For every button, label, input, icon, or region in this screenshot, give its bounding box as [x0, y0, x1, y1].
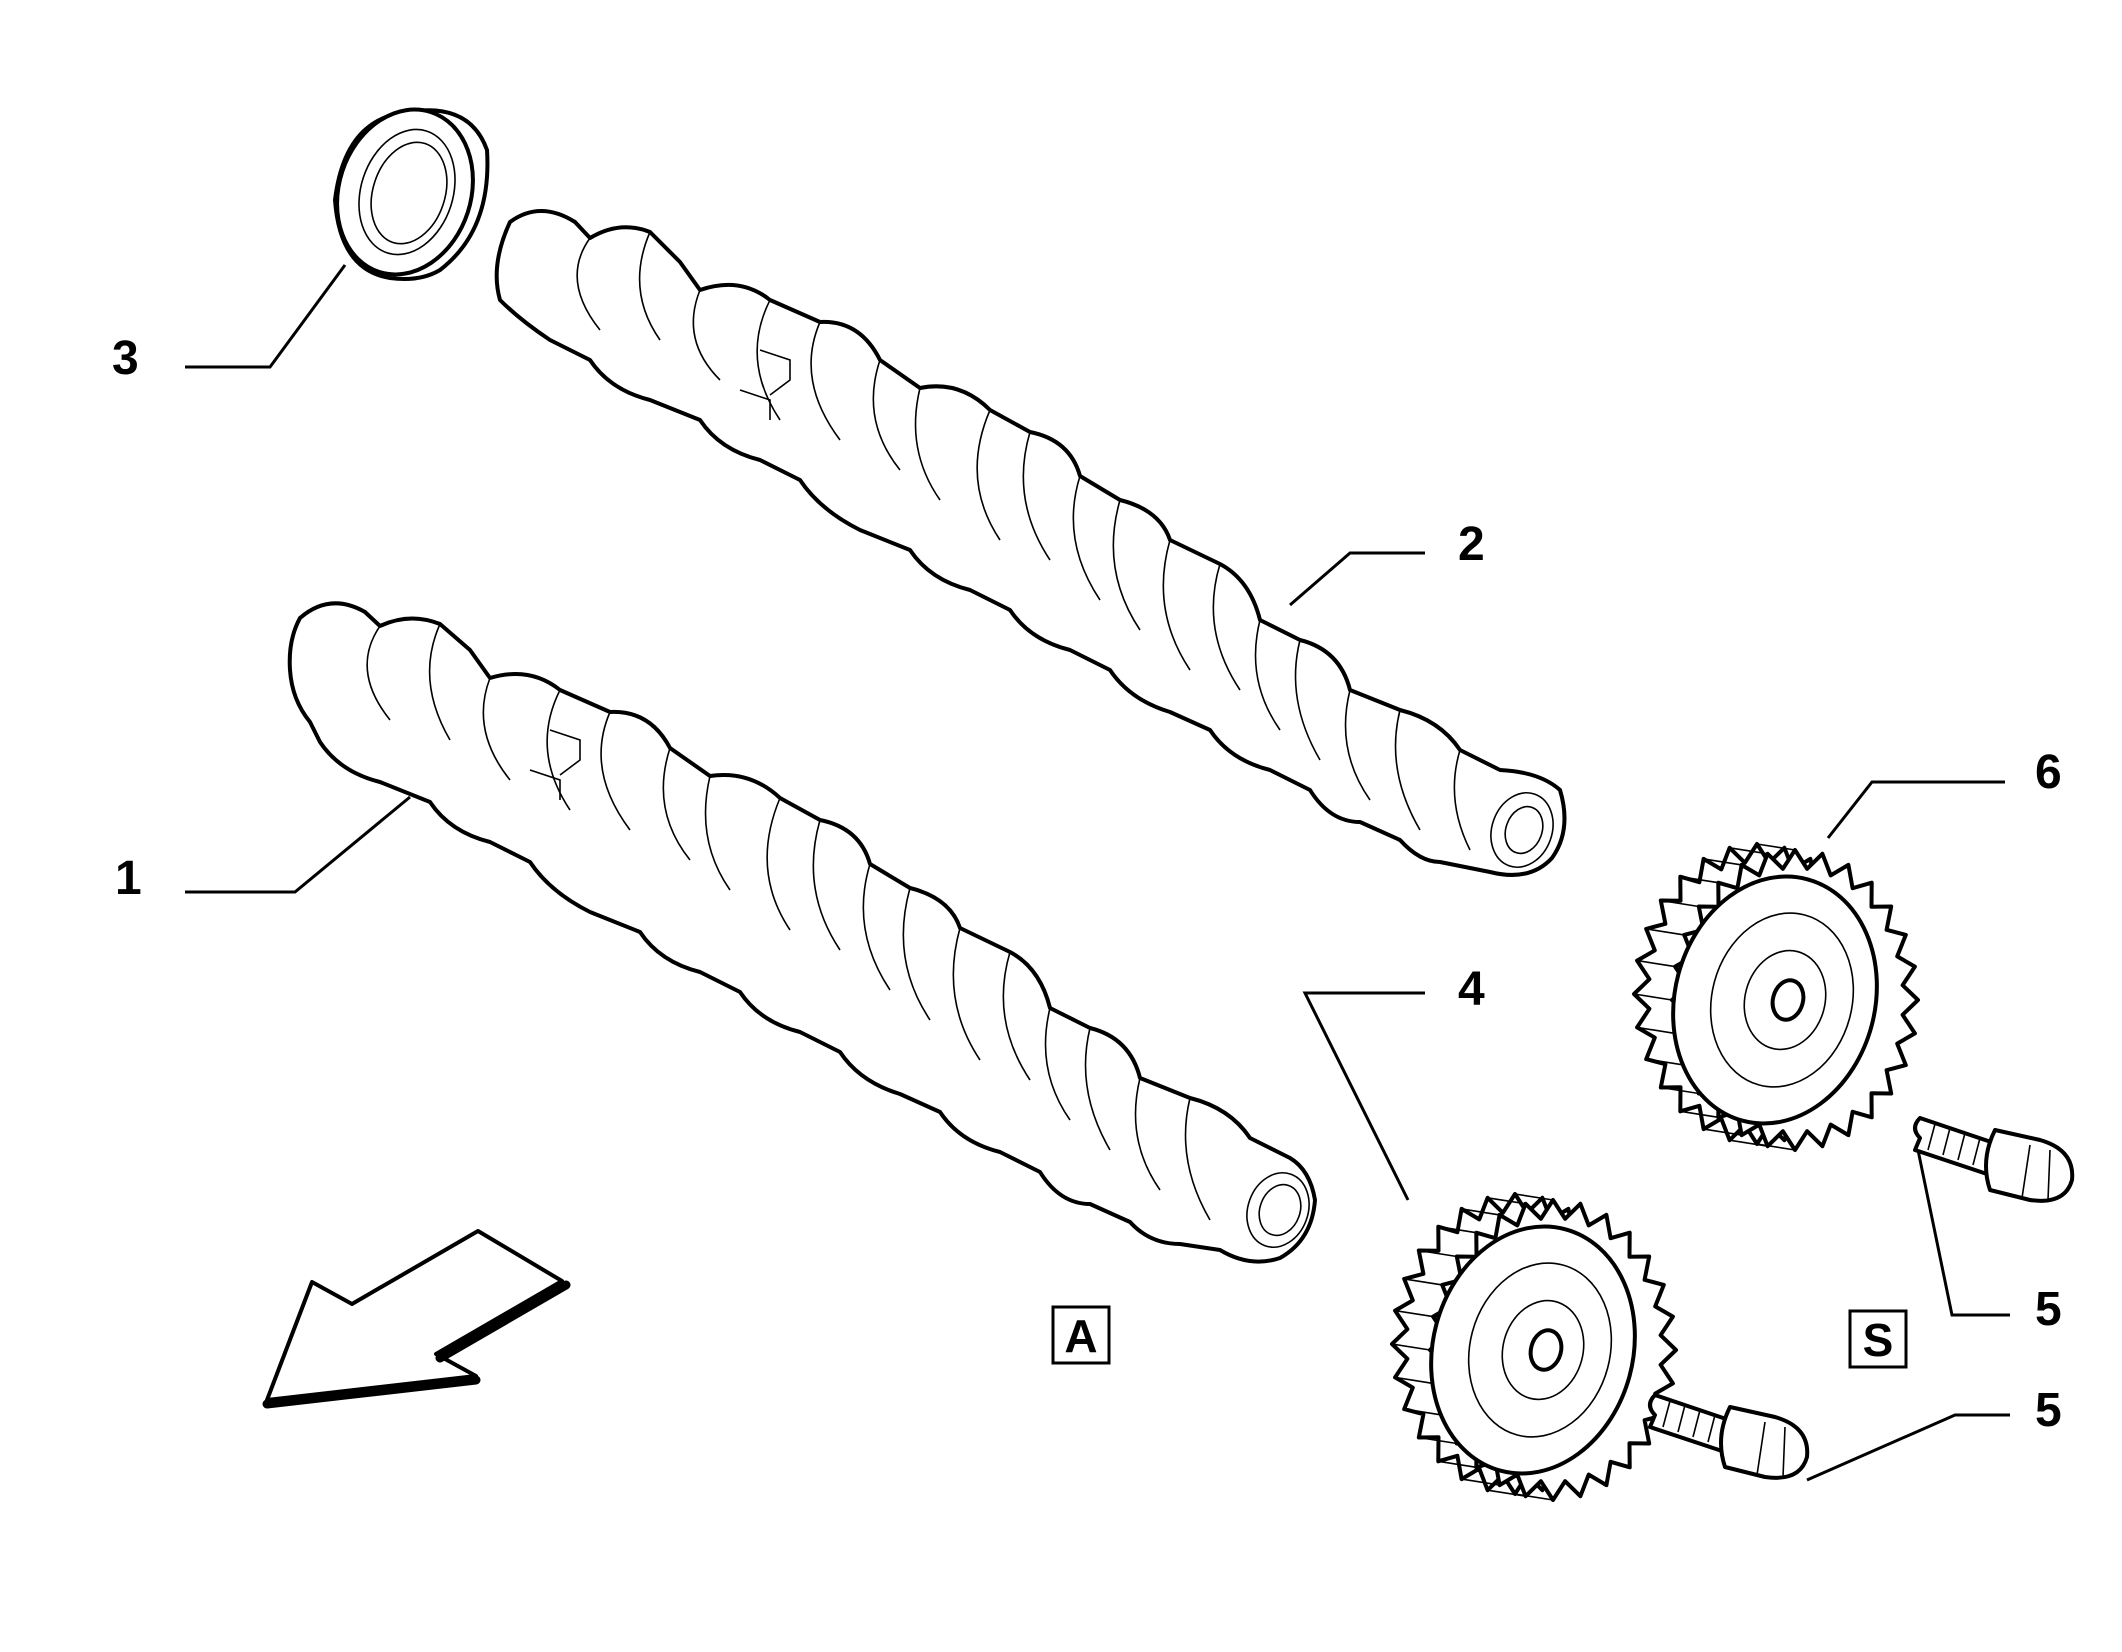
- upper-camshaft-part: [494, 209, 1567, 877]
- callout-6: 6: [2035, 746, 2062, 799]
- box-label-a: A: [1051, 1305, 1111, 1365]
- leader-lines: [185, 264, 2010, 1482]
- lower-camshaft-part: [287, 601, 1317, 1264]
- box-letter-a: A: [1064, 1310, 1097, 1362]
- callout-3: 3: [112, 332, 139, 385]
- lower-gear-part: [1390, 1192, 1678, 1502]
- box-label-s: S: [1848, 1309, 1908, 1369]
- upper-bolt-part: [1913, 1116, 2075, 1203]
- callout-5-lower: 5: [2035, 1384, 2062, 1437]
- seal-ring-part: [333, 107, 490, 281]
- callout-4: 4: [1458, 963, 1485, 1016]
- lower-bolt-part: [1648, 1393, 1810, 1480]
- box-letter-s: S: [1863, 1314, 1894, 1366]
- direction-arrow: [262, 1229, 571, 1409]
- upper-gear-part: [1632, 842, 1920, 1152]
- callout-1: 1: [115, 852, 142, 905]
- callout-2: 2: [1458, 518, 1485, 571]
- callout-5-upper: 5: [2035, 1283, 2062, 1336]
